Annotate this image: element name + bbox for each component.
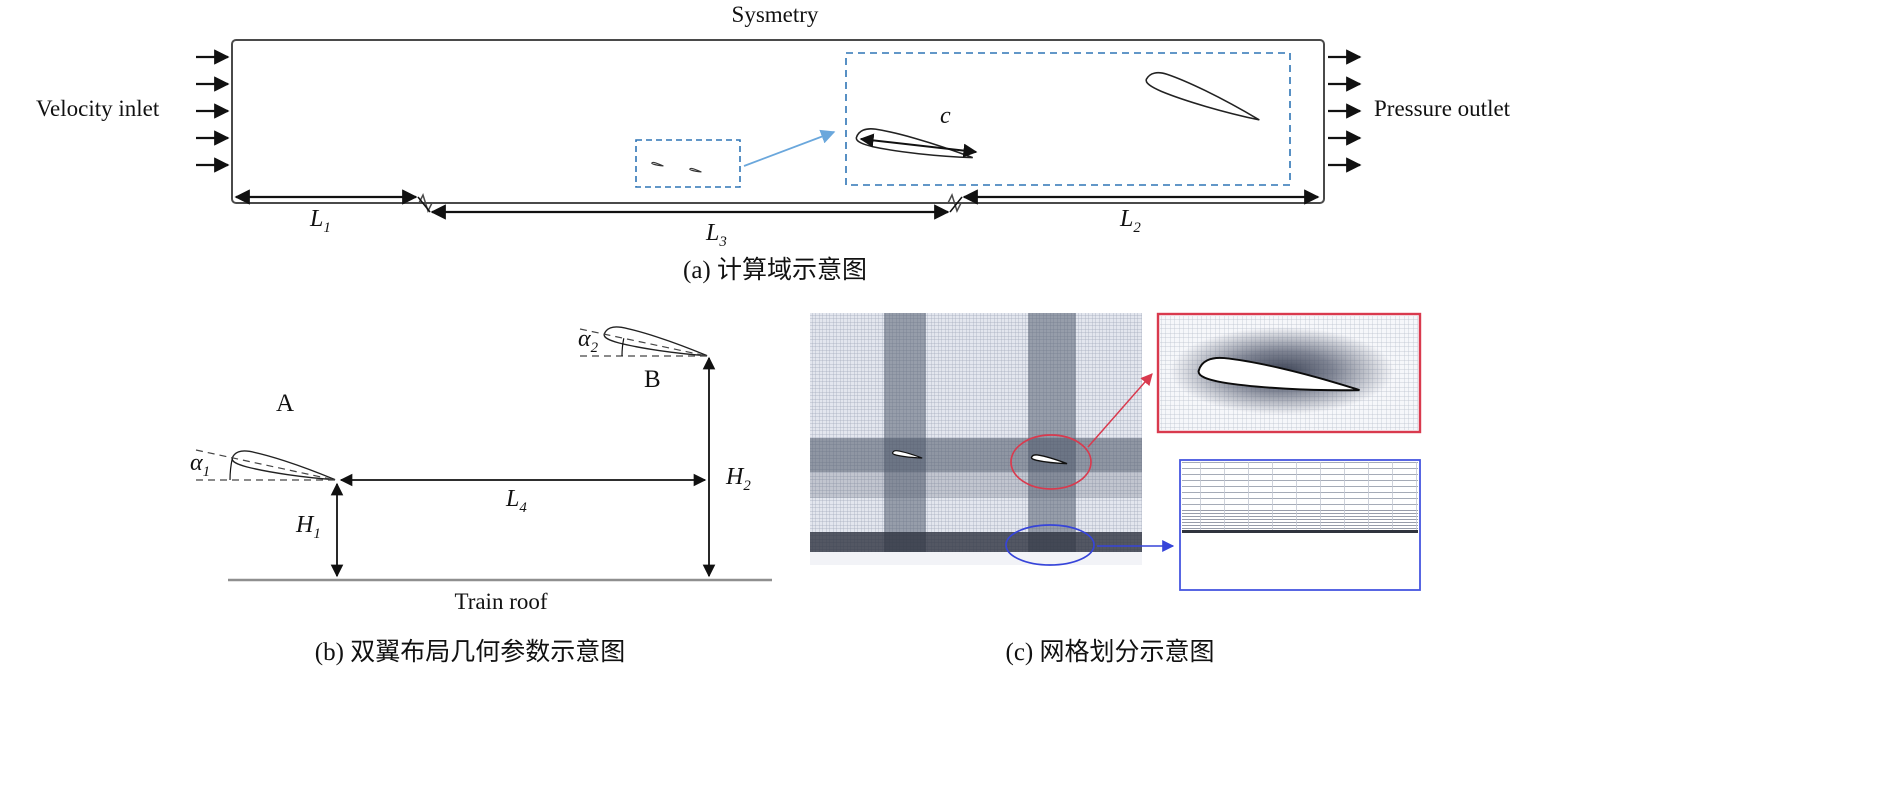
blue-zoom-wall-line xyxy=(1182,530,1418,533)
dim-jog-right xyxy=(949,196,963,213)
caption-b: (b) 双翼布局几何参数示意图 xyxy=(314,639,626,666)
pressure-outlet-label: Pressure outlet xyxy=(1374,96,1511,121)
red-zoom-box xyxy=(1156,312,1422,434)
caption-a: (a) 计算域示意图 xyxy=(683,257,867,284)
large-zoom-box xyxy=(845,52,1291,186)
alpha2-label: α2 xyxy=(578,326,598,357)
airfoil-b xyxy=(602,323,710,360)
alpha2-base: α xyxy=(578,326,591,352)
blue-zoom-box xyxy=(1179,459,1421,591)
panel-b-geometry-schematic xyxy=(195,323,772,582)
red-callout-arrow xyxy=(1087,373,1153,448)
h2-label: H2 xyxy=(726,464,751,495)
velocity-inlet-arrows xyxy=(196,49,230,173)
blue-zoom-vlines xyxy=(1182,462,1418,530)
zoom-callout-arrow xyxy=(743,129,836,167)
panel-c-mesh-schematic xyxy=(810,312,1422,591)
l1-label: L1 xyxy=(310,206,331,237)
scale-break-left xyxy=(418,193,433,213)
pressure-outlet-arrows xyxy=(1328,49,1362,173)
scale-break-right xyxy=(947,193,962,213)
wing-a-label: A xyxy=(276,390,295,417)
h1-base: H xyxy=(296,512,314,538)
l4-base: L xyxy=(506,486,520,512)
wing-b-label: B xyxy=(644,366,661,393)
panel-a-domain-schematic xyxy=(196,39,1362,220)
alpha1-base: α xyxy=(190,450,203,476)
domain-rectangle xyxy=(231,39,1325,204)
mesh-below-wall xyxy=(810,552,1142,565)
mesh-wall-band xyxy=(810,532,1142,552)
l2-label: L2 xyxy=(1120,206,1141,237)
caption-c: (c) 网格划分示意图 xyxy=(1005,639,1215,666)
mesh-hband xyxy=(810,438,1142,472)
airfoil-a xyxy=(230,447,338,484)
l1-sub: 1 xyxy=(323,219,331,236)
alpha1-label: α1 xyxy=(190,450,210,481)
angle-arc-a xyxy=(229,458,233,481)
dimension-arrows xyxy=(234,189,1320,220)
blue-highlight-ellipse xyxy=(1005,524,1095,566)
mesh-overview-image xyxy=(810,313,1142,565)
l4-sub: 4 xyxy=(519,499,527,516)
l3-base: L xyxy=(706,220,720,246)
velocity-inlet-label: Velocity inlet xyxy=(36,96,160,121)
mesh-hband-soft xyxy=(810,472,1142,498)
panel-b-dimensions xyxy=(330,356,716,578)
chord-label: c xyxy=(940,103,951,129)
angle-arc-b xyxy=(621,338,625,357)
l2-base: L xyxy=(1120,206,1134,232)
alpha1-sub: 1 xyxy=(202,463,211,480)
red-highlight-ellipse xyxy=(1010,434,1092,490)
l3-label: L3 xyxy=(706,220,727,251)
dim-jog-left xyxy=(417,196,431,213)
h2-base: H xyxy=(726,464,744,490)
alpha2-sub: 2 xyxy=(590,339,599,356)
symmetry-label: Sysmetry xyxy=(731,2,819,27)
chord-line-b xyxy=(579,328,708,357)
train-roof-label: Train roof xyxy=(454,589,548,614)
h2-sub: 2 xyxy=(743,477,751,494)
l3-sub: 3 xyxy=(719,233,727,250)
small-refinement-box xyxy=(635,139,741,188)
h1-label: H1 xyxy=(296,512,321,543)
l1-base: L xyxy=(310,206,324,232)
chord-arrow xyxy=(859,133,978,158)
l4-label: L4 xyxy=(506,486,527,517)
l2-sub: 2 xyxy=(1133,219,1141,236)
h1-sub: 1 xyxy=(313,525,321,542)
